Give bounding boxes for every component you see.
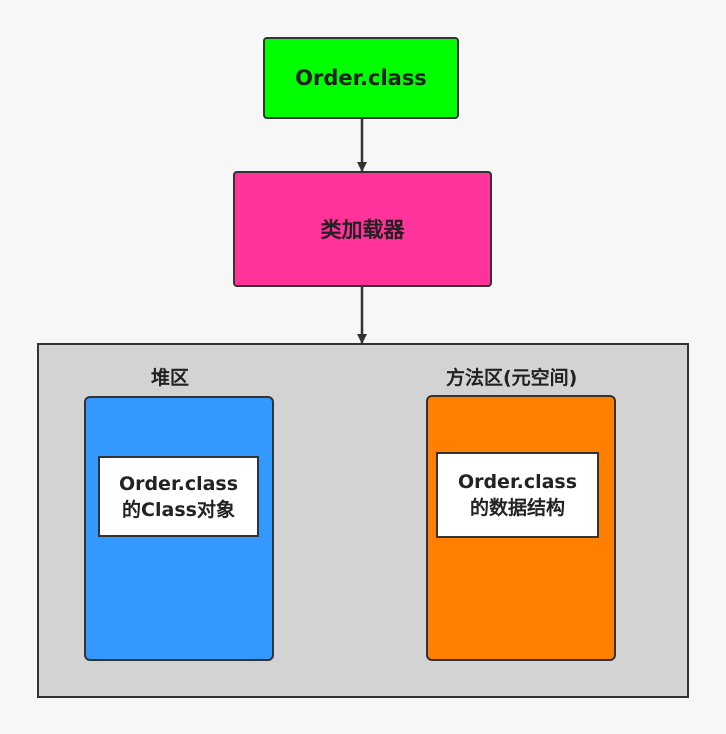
class-object-line-1: Order.class	[118, 472, 239, 495]
heap-region-label: 堆区	[151, 367, 190, 389]
class-data-structure-node: Order.class 的数据结构	[436, 452, 599, 538]
class-object-node: Order.class 的Class对象	[98, 456, 259, 537]
class-object-line-2: 的Class对象	[122, 498, 235, 521]
order-class-node: Order.class	[263, 37, 459, 119]
class-data-structure-line-2: 的数据结构	[469, 497, 565, 519]
order-class-label: Order.class	[295, 66, 427, 90]
class-loader-node: 类加载器	[233, 171, 492, 287]
class-data-structure-line-1: Order.class	[457, 471, 578, 493]
class-loader-label: 类加载器	[320, 218, 405, 242]
method-area-region-label: 方法区(元空间)	[446, 367, 578, 389]
